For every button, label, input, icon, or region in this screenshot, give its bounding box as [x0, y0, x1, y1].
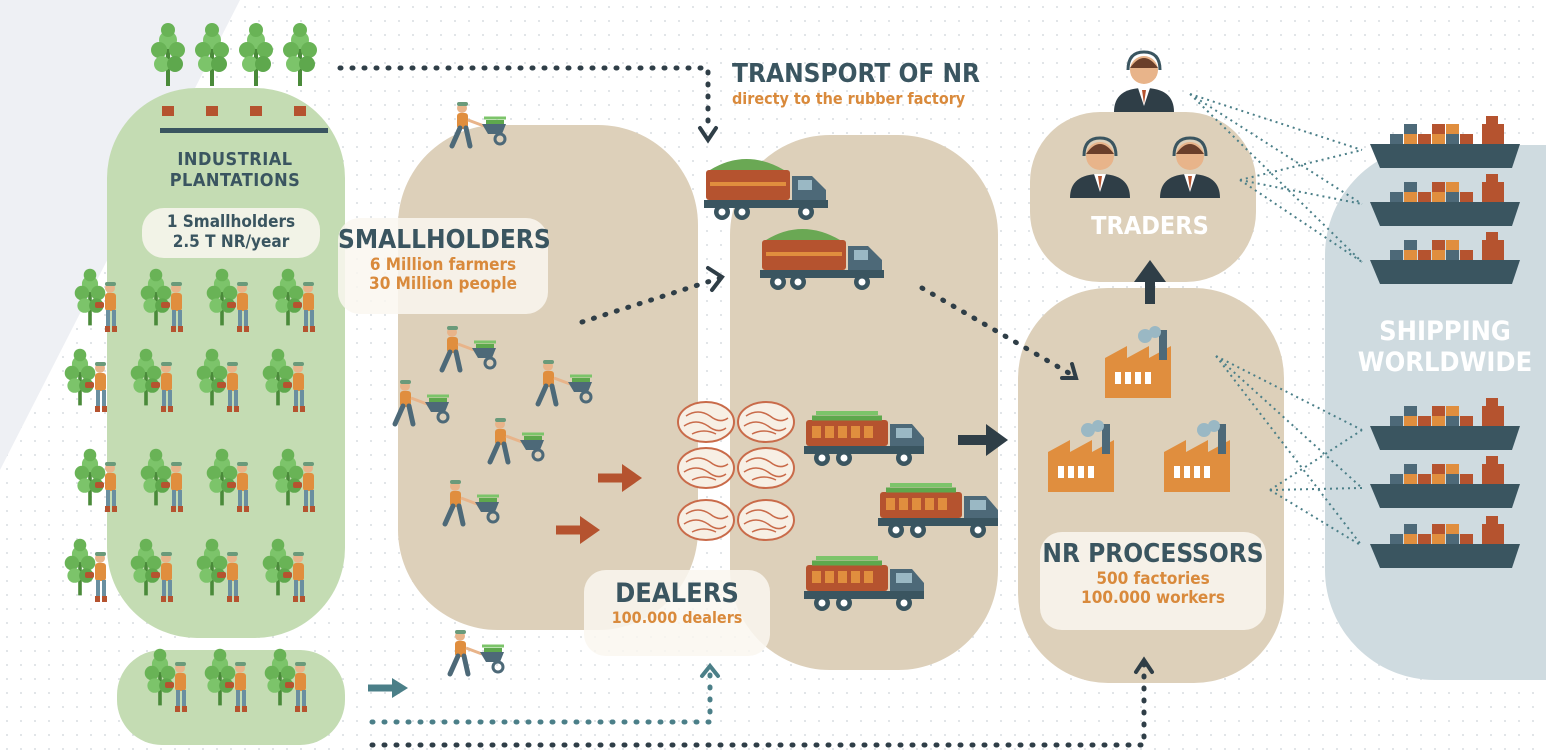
industrial-plantations-line2: PLANTATIONS — [169, 169, 301, 191]
smallholders-people: 30 Million people — [369, 274, 517, 295]
processors-title: NR PROCESSORS — [1042, 539, 1264, 569]
flow-arrows — [368, 260, 1166, 698]
transport-title: TRANSPORT OF NR — [732, 59, 981, 89]
flow-connectors — [337, 65, 1154, 748]
dealers-count: 100.000 dealers — [611, 608, 743, 628]
wheelbarrow-farmers — [395, 102, 592, 674]
transport-block: TRANSPORT OF NR directy to the rubber fa… — [732, 59, 1022, 108]
smallholders-farmers: 6 Million farmers — [369, 254, 517, 275]
smallholders-block: SMALLHOLDERS 6 Million farmers 30 Millio… — [338, 225, 551, 295]
smallholder-output-tag — [142, 208, 320, 258]
processors-tag — [1040, 532, 1266, 630]
dealers-block: DEALERS 100.000 dealers — [584, 578, 770, 627]
trader-figures — [1068, 50, 1222, 200]
shipping-line1: SHIPPING — [1379, 316, 1511, 347]
shipping-title: SHIPPING WORLDWIDE — [1350, 316, 1540, 378]
smallholder-output-stat: 1 Smallholders 2.5 T NR/year — [142, 212, 320, 252]
traders-title: TRADERS — [1091, 211, 1209, 240]
smallholder-stat-line2: 2.5 T NR/year — [172, 231, 290, 252]
dealers-tag — [584, 570, 770, 656]
trucks — [704, 159, 998, 611]
dealers-title: DEALERS — [615, 578, 739, 609]
shipping-links — [1189, 93, 1363, 547]
shipping-line2: WORLDWIDE — [1357, 347, 1533, 379]
processors-workers: 100.000 workers — [1081, 588, 1225, 609]
industrial-plantations-line1: INDUSTRIAL — [177, 149, 293, 170]
rubber-bales — [677, 401, 795, 541]
smallholder-stat-line1: 1 Smallholders — [166, 212, 296, 232]
factories — [1048, 326, 1230, 492]
rubber-tappers — [65, 269, 315, 712]
processors-factories: 500 factories — [1096, 568, 1210, 589]
plantation-trees — [151, 23, 328, 133]
transport-subtitle: directy to the rubber factory — [732, 88, 966, 108]
industrial-plantations-title: INDUSTRIAL PLANTATIONS — [140, 149, 330, 191]
processors-block: NR PROCESSORS 500 factories 100.000 work… — [1040, 539, 1266, 609]
smallholders-tag — [338, 218, 548, 314]
smallholders-title: SMALLHOLDERS — [338, 225, 551, 255]
